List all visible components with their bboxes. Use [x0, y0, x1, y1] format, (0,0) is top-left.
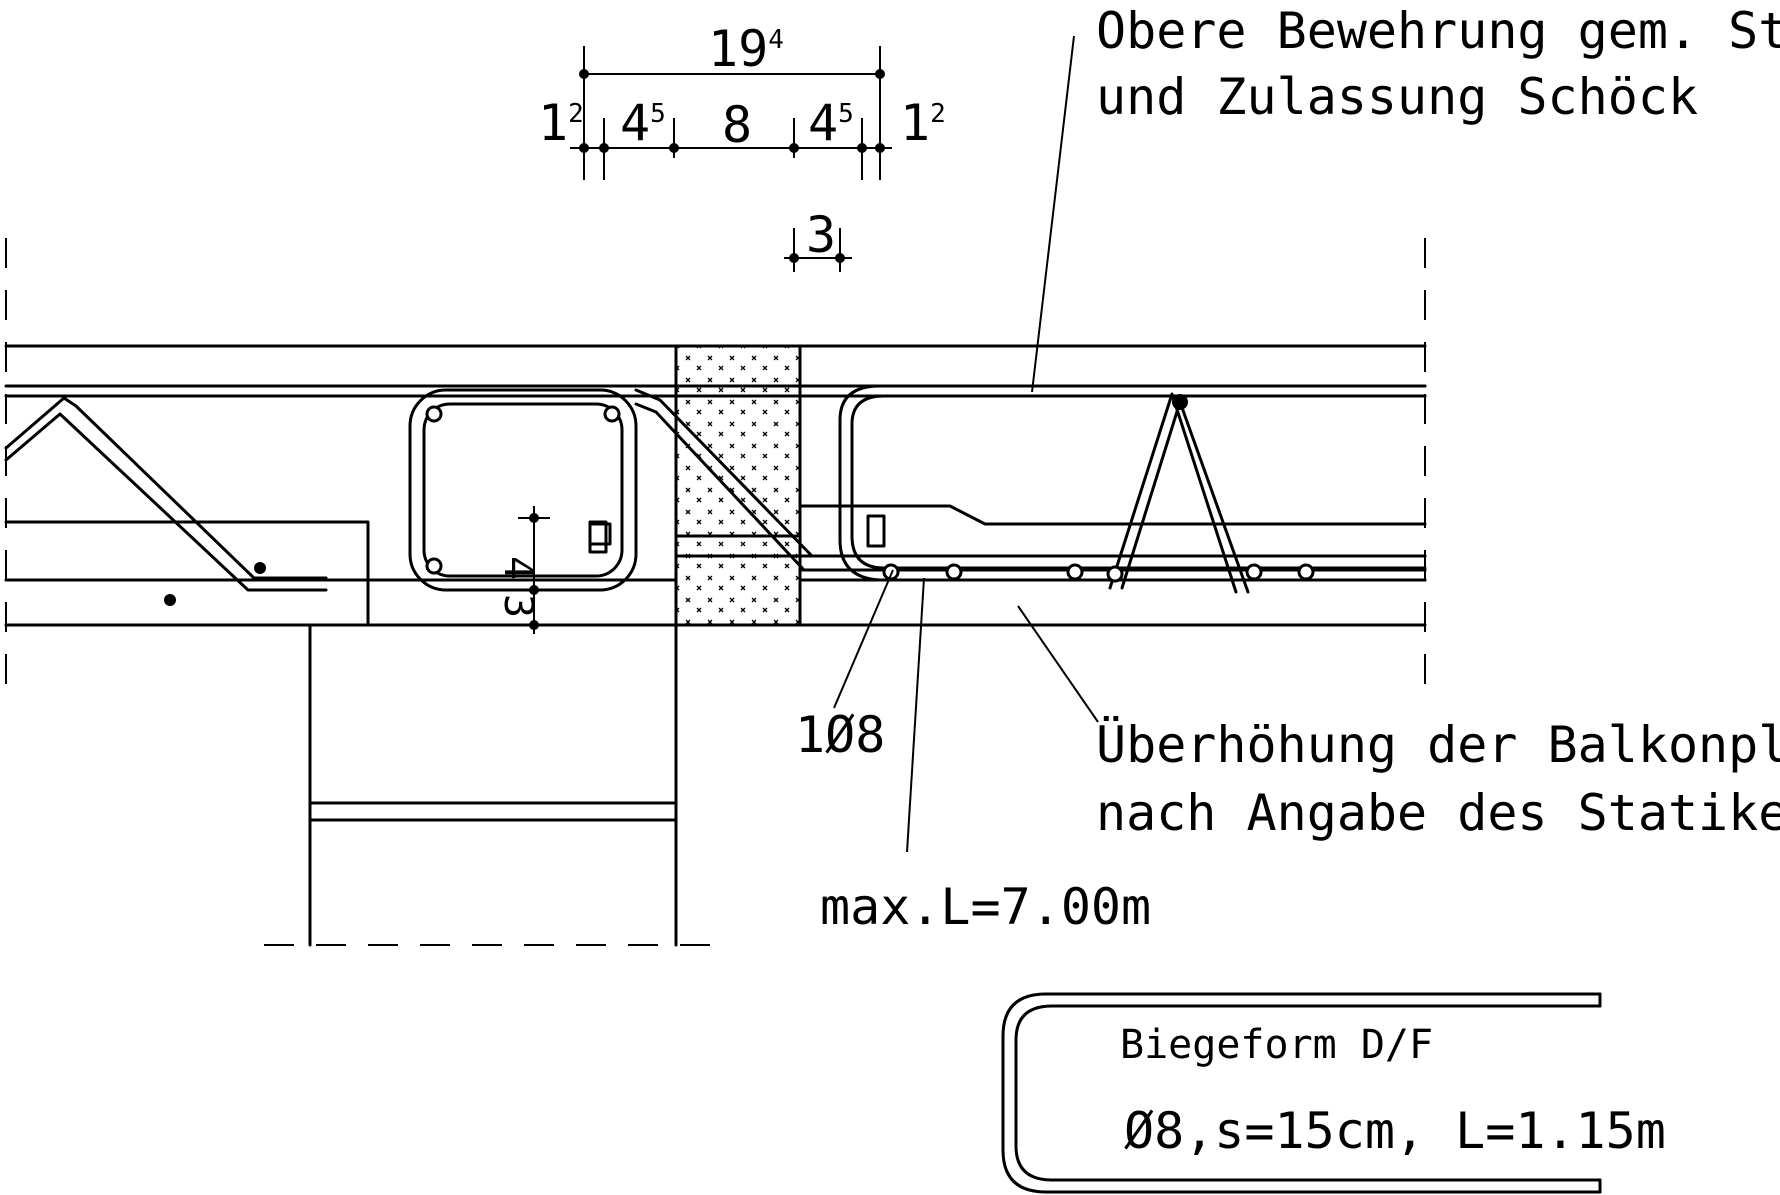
leader-lines [833, 35, 1099, 853]
annotation-camber-1: Überhöhung der Balkonplatte [1096, 716, 1780, 774]
dim-vertical-lower: 3 [495, 594, 541, 618]
thermal-insulation-element [674, 344, 802, 627]
dim-overall: 194 [708, 20, 784, 78]
bending-spec: Ø8,s=15cm, L=1.15m [1124, 1102, 1666, 1160]
dim-vertical-upper: 4 [495, 556, 541, 580]
annotation-bar-label: 1Ø8 [795, 706, 885, 764]
dim-chain-4: 45 [808, 94, 854, 152]
annotation-camber-2: nach Angabe des Statikers [1096, 784, 1780, 842]
dim-chain-2: 45 [620, 94, 666, 152]
vertical-dimension [518, 506, 550, 634]
dim-gap: 3 [806, 206, 836, 264]
annotation-top-reinforcement-2: und Zulassung Schöck [1096, 68, 1698, 126]
annotation-top-reinforcement-1: Obere Bewehrung gem. Statik [1096, 2, 1780, 60]
reinforcement-bars [4, 384, 1427, 606]
bending-shape [1001, 992, 1602, 1194]
dim-chain-5: 12 [900, 94, 946, 152]
dimension-chain [570, 46, 892, 272]
dim-chain-1: 12 [538, 94, 584, 152]
annotation-max-length: max.L=7.00m [820, 878, 1151, 936]
dim-chain-3: 8 [722, 96, 752, 154]
bending-title: Biegeform D/F [1120, 1022, 1433, 1068]
